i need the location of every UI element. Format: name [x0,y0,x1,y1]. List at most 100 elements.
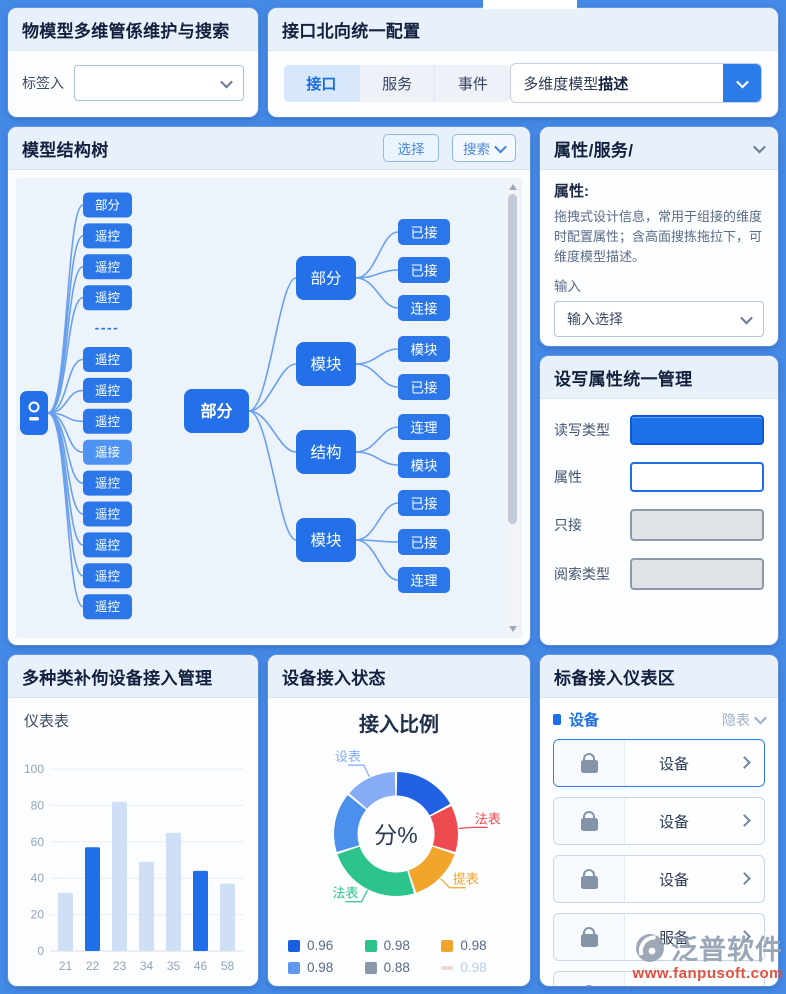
donut-segment [408,846,455,893]
chevron-down-icon [220,75,233,88]
tab-服务[interactable]: 服务 [360,64,436,102]
rw-fields: 读写类型属性只接阅索类型 [540,399,778,606]
chevron-down-icon [754,711,767,725]
tree-node[interactable] [83,285,132,311]
device-group-header[interactable]: 设备 [553,709,599,730]
rw-field-input-outline[interactable] [630,462,764,492]
bar [112,801,127,951]
tab-事件[interactable]: 事件 [457,75,488,93]
rw-field-row: 读写类型 [554,415,764,445]
donut-chart-title: 接入比例 [359,714,439,736]
svg-text:46: 46 [194,959,208,973]
device-row[interactable]: 设备 [553,797,765,845]
tree-leaf-node[interactable] [398,490,450,516]
tree-leaf-node[interactable] [398,257,450,283]
svg-text:遥接: 遥接 [95,445,121,460]
device-row[interactable]: 设备 [553,739,765,787]
legend-item[interactable]: 0.88 [364,960,438,975]
tree-branch-node[interactable] [296,342,356,386]
device-row[interactable]: 服备 [553,913,765,961]
svg-text:遥控: 遥控 [95,508,121,522]
svg-text:已接: 已接 [411,380,438,396]
svg-text:已接: 已接 [411,263,438,279]
tree-leaf-node[interactable] [398,219,450,245]
tree-select-button[interactable]: 选择 [382,134,439,162]
device-view-toggle[interactable]: 隐表 [722,710,767,730]
panel-device-meter-area: 标备接入仪表区 设备 隐表 设备设备设备服备设备设备 [540,655,778,986]
legend-value: 0.98 [460,960,487,975]
bar-chart-label: 仪表表 [24,713,70,730]
attr-input-select[interactable]: 输入选择 [554,301,764,338]
tree-leaf-node[interactable] [398,567,450,593]
panel-attr-service-title: 属性/服务/ [554,140,634,160]
tree-root-node[interactable] [20,391,48,435]
lock-cell [554,914,625,960]
tree-node[interactable] [83,377,132,403]
tree-branch-node[interactable] [296,256,356,300]
lock-cell [554,740,625,786]
tree-node[interactable] [83,192,132,218]
tree-branch-node[interactable] [296,430,356,474]
tree-leaf-node[interactable] [398,529,450,555]
tree-leaf-node[interactable] [398,414,450,440]
collapse-chevron-icon[interactable] [753,140,766,153]
tree-node[interactable] [83,408,132,434]
svg-text:34: 34 [140,959,154,973]
tree-node[interactable] [83,254,132,280]
bar [58,892,73,951]
tree-node[interactable] [83,470,132,496]
tree-leaf-node[interactable] [398,295,450,321]
tree-node[interactable] [83,347,132,372]
legend-item[interactable]: 0.98 [364,938,438,953]
select-dropdown-button[interactable] [723,64,761,102]
tree-leaf-node[interactable] [398,374,450,400]
tree-scrollbar[interactable] [506,181,519,635]
svg-text:遥控: 遥控 [95,353,121,367]
tag-select[interactable] [74,65,244,101]
rw-field-input-primary[interactable] [630,415,764,445]
device-group-label: 设备 [569,712,600,729]
legend-item[interactable]: 0.98 [441,938,514,953]
tree-node[interactable] [83,223,132,249]
model-description-select[interactable]: 多维度模型描述 [510,63,762,103]
svg-text:遥控: 遥控 [95,384,121,398]
svg-text:80: 80 [31,798,45,812]
tree-right-root-node[interactable] [184,389,249,433]
scroll-down-icon[interactable] [508,626,517,632]
svg-text:模块: 模块 [310,532,341,550]
lock-icon [580,868,598,889]
legend-item[interactable]: 0.98 [288,960,361,975]
donut-segment [334,795,367,853]
chevron-down-icon [735,75,749,88]
tree-leaf-node[interactable] [398,452,450,478]
tree-search-button[interactable]: 搜索 [452,134,516,162]
tab-接口[interactable]: 接口 [284,64,360,102]
legend-item[interactable]: 0.96 [288,938,361,953]
tree-node[interactable] [83,501,132,527]
tree-node[interactable] [83,563,132,589]
svg-text:遥控: 遥控 [95,260,121,274]
tree-canvas: 部分遥控遥控遥控----遥控遥控遥控遥接遥控遥控遥控遥控遥控已接已接连接部分模块… [16,178,522,638]
svg-text:58: 58 [221,959,235,973]
tree-node[interactable] [83,594,132,620]
scrollbar-thumb[interactable] [508,194,517,524]
tree-node[interactable] [83,439,132,465]
device-row[interactable]: 设备 [553,855,765,903]
panel-attr-service: 属性/服务/ 属性: 拖拽式设计信息，常用于组接的维度时配置属性；含高面搜拣拖拉… [540,127,778,346]
lock-cell [554,798,625,844]
scroll-up-icon[interactable] [508,184,517,190]
chevron-right-icon [738,928,751,946]
device-row[interactable]: 设备 [553,971,765,986]
svg-text:遥控: 遥控 [95,600,121,614]
tree-node[interactable] [83,532,132,558]
panel-model-tree-title: 模型结构树 [22,140,109,160]
lock-cell [554,856,625,902]
tree-branch-node[interactable] [296,518,356,562]
chevron-down-icon [494,140,507,153]
tree-leaf-node[interactable] [398,336,450,362]
svg-text:40: 40 [31,871,45,885]
svg-text:21: 21 [59,959,73,973]
attr-section-label: 属性: [554,183,589,200]
chevron-right-icon [738,870,751,888]
legend-item[interactable]: 0.98 [441,960,514,975]
